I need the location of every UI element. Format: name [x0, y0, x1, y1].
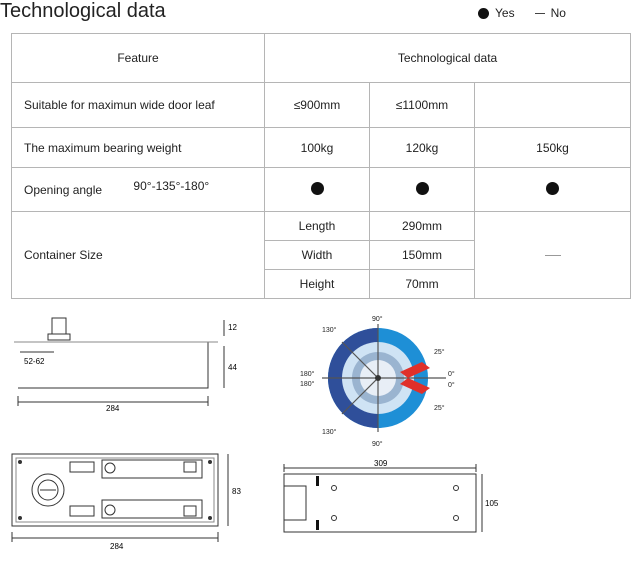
row-weight-v3: 150kg — [473, 127, 632, 168]
side-dim-length: 284 — [106, 404, 120, 412]
spec-table: Feature Technological data Suitable for … — [11, 33, 632, 299]
container-dim-value: 290mm — [369, 211, 475, 241]
row-angle-cell: Opening angle 90°-135°-180° — [11, 167, 265, 212]
legend: Yes No — [478, 6, 566, 20]
row-weight-v1: 100kg — [264, 127, 370, 168]
box-dim-width: 105 — [485, 499, 498, 508]
container-dim-name: Width — [264, 240, 370, 270]
dial-label-l1: 180° — [300, 370, 315, 378]
dial-arrow-lower — [400, 378, 430, 394]
dial-label-ll: 130° — [322, 428, 337, 436]
container-dim-value: 70mm — [369, 269, 475, 299]
opening-angle-dial: 90° 90° 130° 130° 180° 180° 0° 0° 25° 25… — [300, 315, 455, 448]
dial-label-bottom: 90° — [372, 440, 383, 448]
top-view-drawing: 83 284 — [11, 453, 241, 551]
legend-yes-label: Yes — [495, 6, 515, 20]
top-dim-length: 284 — [110, 542, 124, 551]
dial-label-l2: 180° — [300, 380, 315, 388]
dial-label-ur: 25° — [434, 348, 445, 356]
side-dim-offset: 52-62 — [24, 357, 45, 366]
yes-dot-icon — [415, 181, 429, 195]
side-view-drawing: 52-62 12 44 284 — [14, 317, 237, 412]
header-feature: Feature — [11, 33, 265, 83]
container-box-drawing: 309 105 — [283, 459, 498, 533]
dial-label-r1: 0° — [448, 370, 455, 378]
side-dim-12: 12 — [228, 323, 237, 332]
row-width-v2: ≤1100mm — [369, 82, 475, 128]
yes-dot-icon — [478, 7, 489, 19]
container-dim-name: Height — [264, 269, 370, 299]
container-dim-value: 150mm — [369, 240, 475, 270]
legend-no-label: No — [550, 6, 566, 20]
box-dim-length: 309 — [374, 459, 388, 468]
header-tech-data: Technological data — [263, 33, 632, 83]
side-dim-44: 44 — [228, 363, 237, 372]
row-container-v3 — [473, 211, 632, 299]
row-angle-v2 — [369, 167, 475, 212]
row-angle-v1 — [264, 167, 370, 212]
row-angle-label: Opening angle — [24, 182, 103, 197]
yes-dot-icon — [546, 181, 560, 195]
row-angle-range: 90°-135°-180° — [133, 178, 210, 193]
row-angle-v3 — [473, 167, 632, 212]
no-dash-icon — [534, 12, 545, 14]
dial-label-lr: 25° — [434, 404, 445, 412]
row-weight-v2: 120kg — [369, 127, 475, 168]
dial-arrow-upper — [400, 362, 430, 378]
row-width-v3 — [473, 82, 632, 128]
row-width-label: Suitable for maximun wide door leaf — [11, 82, 265, 128]
dial-label-top: 90° — [372, 315, 383, 323]
row-weight-label: The maximum bearing weight — [11, 127, 265, 168]
dial-label-ul: 130° — [322, 326, 337, 334]
container-dim-name: Length — [264, 211, 370, 241]
no-dash-icon — [544, 255, 561, 257]
row-container-label: Container Size — [11, 211, 265, 299]
row-width-v1: ≤900mm — [264, 82, 370, 128]
yes-dot-icon — [310, 181, 324, 195]
page-title: Technological data — [0, 0, 166, 22]
top-dim-width: 83 — [232, 487, 241, 496]
dial-label-r2: 0° — [448, 381, 455, 389]
